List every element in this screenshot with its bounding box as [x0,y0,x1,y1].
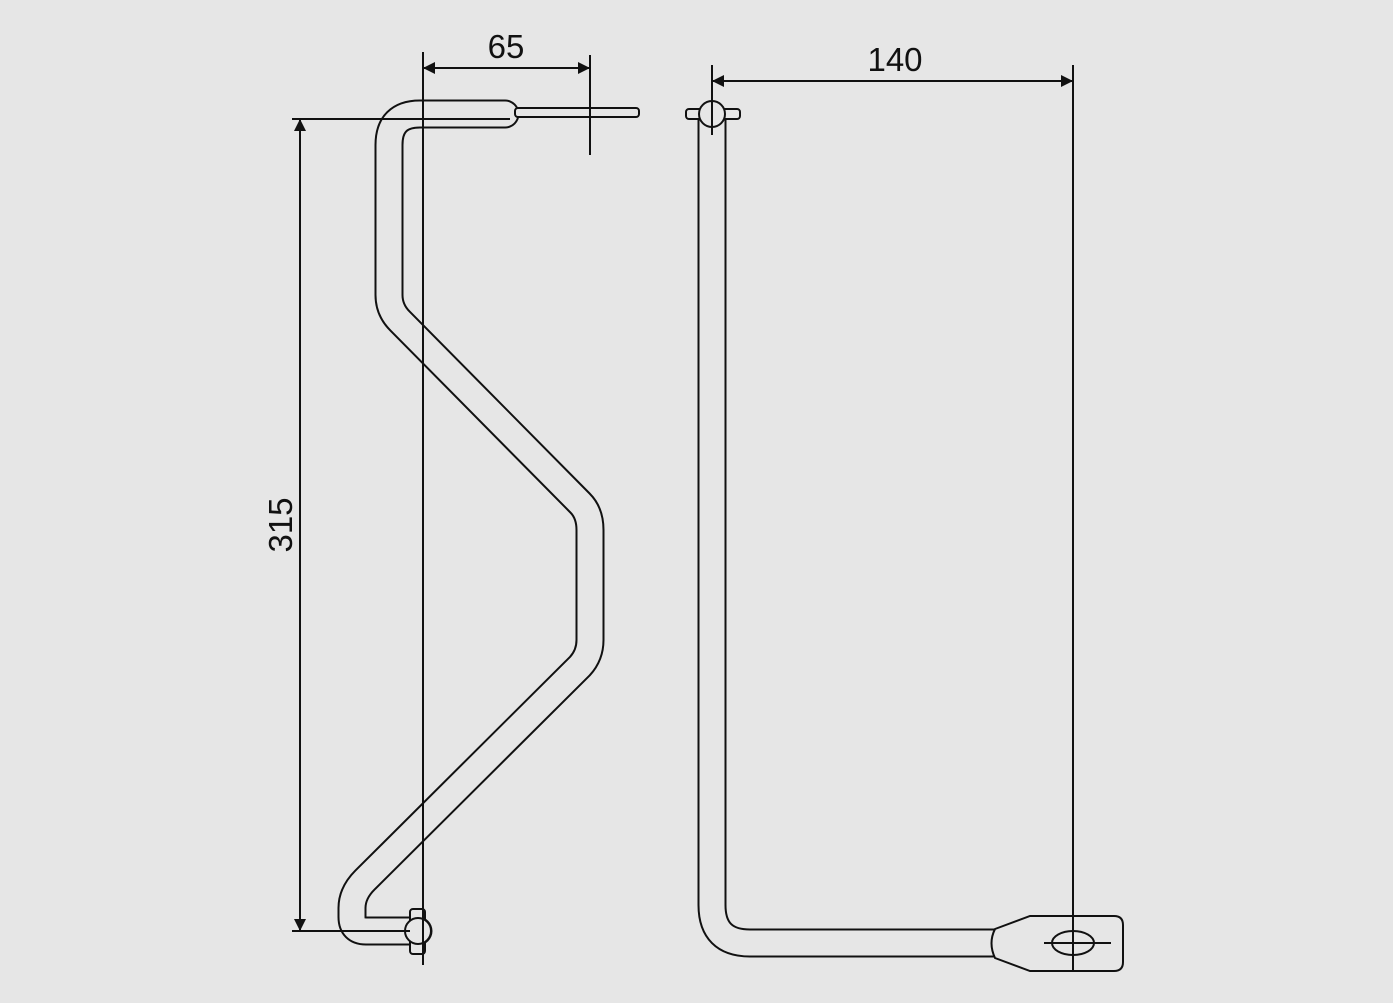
side-view-top-tab [514,107,640,118]
side-view-bottom-pin [404,908,432,955]
front-view-rod [697,102,1015,958]
dimension-label-315: 315 [262,497,299,552]
side-view-rod [337,99,605,946]
dimension-label-140: 140 [867,41,922,78]
dimension-label-65: 65 [488,28,525,65]
side-view: 65 315 [262,28,640,965]
front-view: 140 [685,41,1124,972]
